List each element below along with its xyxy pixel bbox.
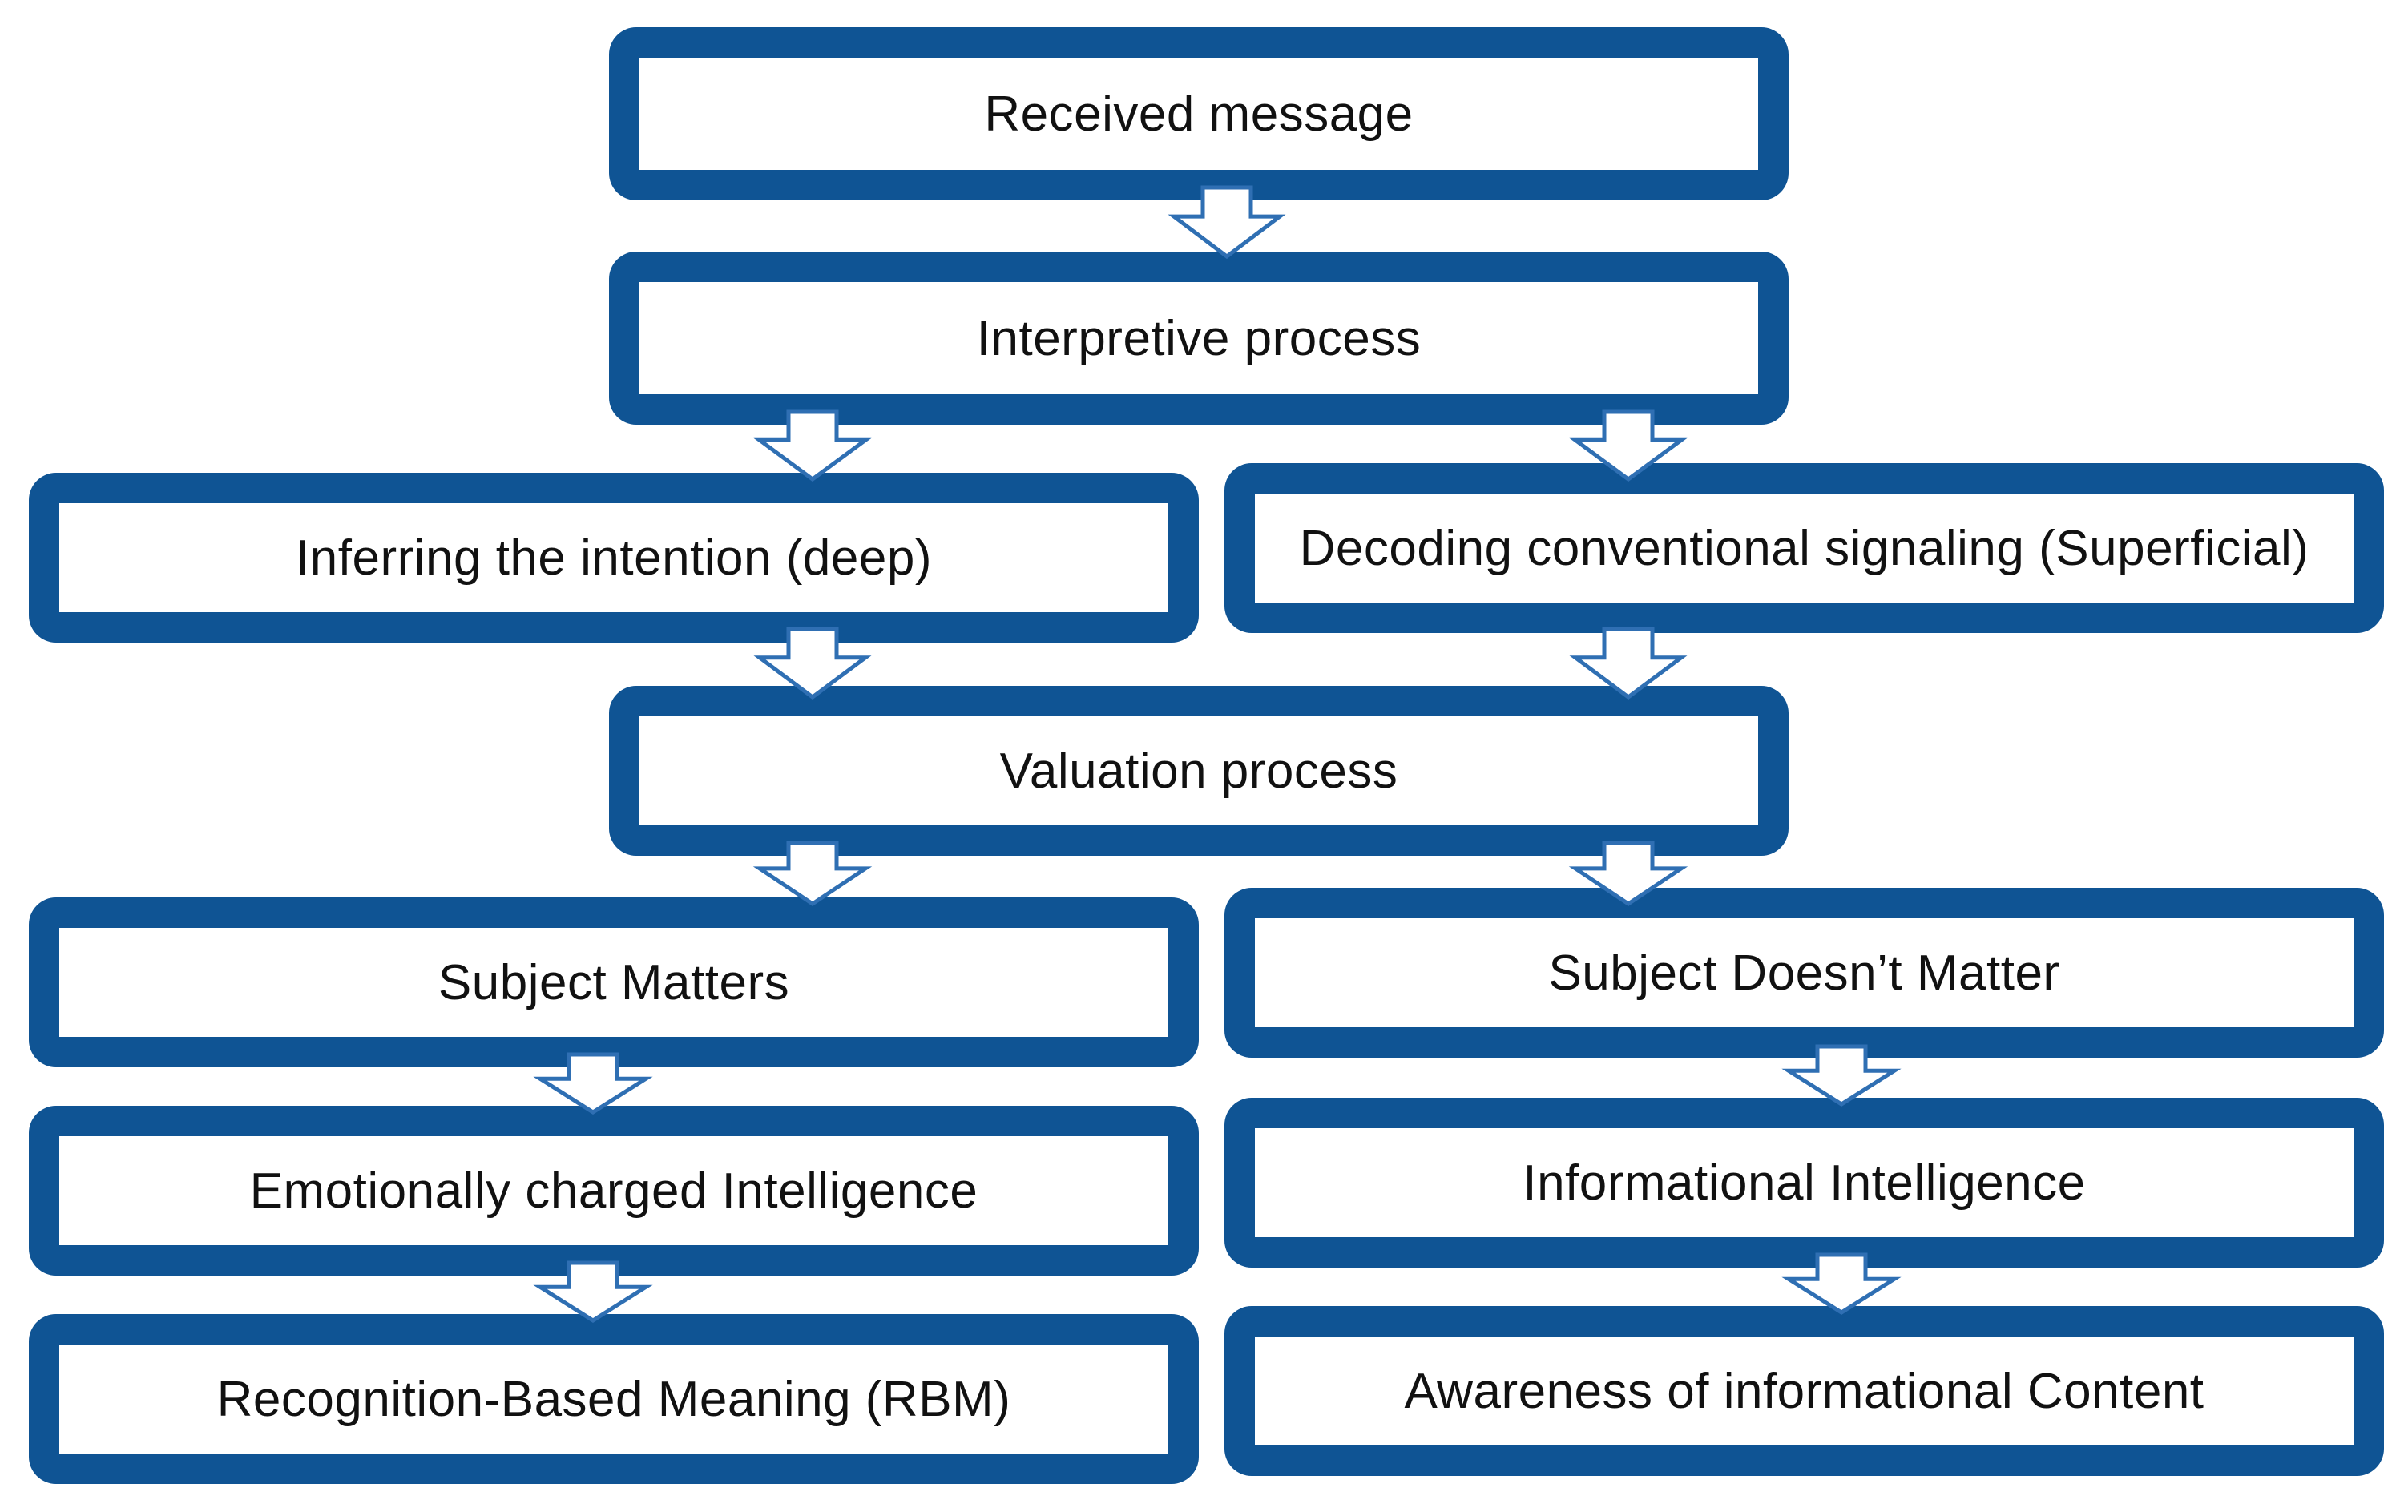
down-arrow-icon [752, 841, 873, 907]
down-arrow-icon [1569, 409, 1688, 482]
node-valuation-process: Valuation process [609, 686, 1789, 856]
node-label: Informational Intelligence [1523, 1155, 2086, 1211]
down-arrow-icon [533, 1260, 653, 1323]
node-inferring-intention: Inferring the intention (deep) [29, 473, 1199, 643]
node-label: Valuation process [999, 743, 1398, 799]
down-arrow-icon [1568, 841, 1688, 907]
node-label: Awareness of informational Content [1404, 1363, 2204, 1419]
down-arrow-icon [1168, 185, 1286, 260]
node-label: Emotionally charged Intelligence [249, 1163, 978, 1219]
node-rbm: Recognition-Based Meaning (RBM) [29, 1314, 1199, 1484]
node-label: Interpretive process [976, 310, 1422, 366]
node-label: Received message [984, 86, 1414, 142]
down-arrow-icon [753, 627, 872, 700]
node-label: Inferring the intention (deep) [296, 530, 932, 586]
node-label: Recognition-Based Meaning (RBM) [216, 1371, 1011, 1427]
down-arrow-icon [533, 1052, 653, 1115]
node-subject-doesnt-matter: Subject Doesn’t Matter [1224, 888, 2384, 1058]
node-awareness-content: Awareness of informational Content [1224, 1306, 2384, 1476]
node-subject-matters: Subject Matters [29, 897, 1199, 1067]
node-informational-intelligence: Informational Intelligence [1224, 1098, 2384, 1268]
node-decoding-signaling: Decoding conventional signaling (Superfi… [1224, 463, 2384, 633]
down-arrow-icon [1569, 627, 1688, 700]
node-emotionally-charged: Emotionally charged Intelligence [29, 1106, 1199, 1276]
down-arrow-icon [1781, 1252, 1902, 1315]
down-arrow-icon [753, 409, 872, 482]
node-label: Subject Matters [438, 954, 790, 1010]
node-label: Decoding conventional signaling (Superfi… [1299, 520, 2309, 576]
node-label: Subject Doesn’t Matter [1548, 945, 2060, 1001]
node-interpretive-process: Interpretive process [609, 252, 1789, 425]
node-received-message: Received message [609, 27, 1789, 200]
down-arrow-icon [1781, 1044, 1902, 1107]
